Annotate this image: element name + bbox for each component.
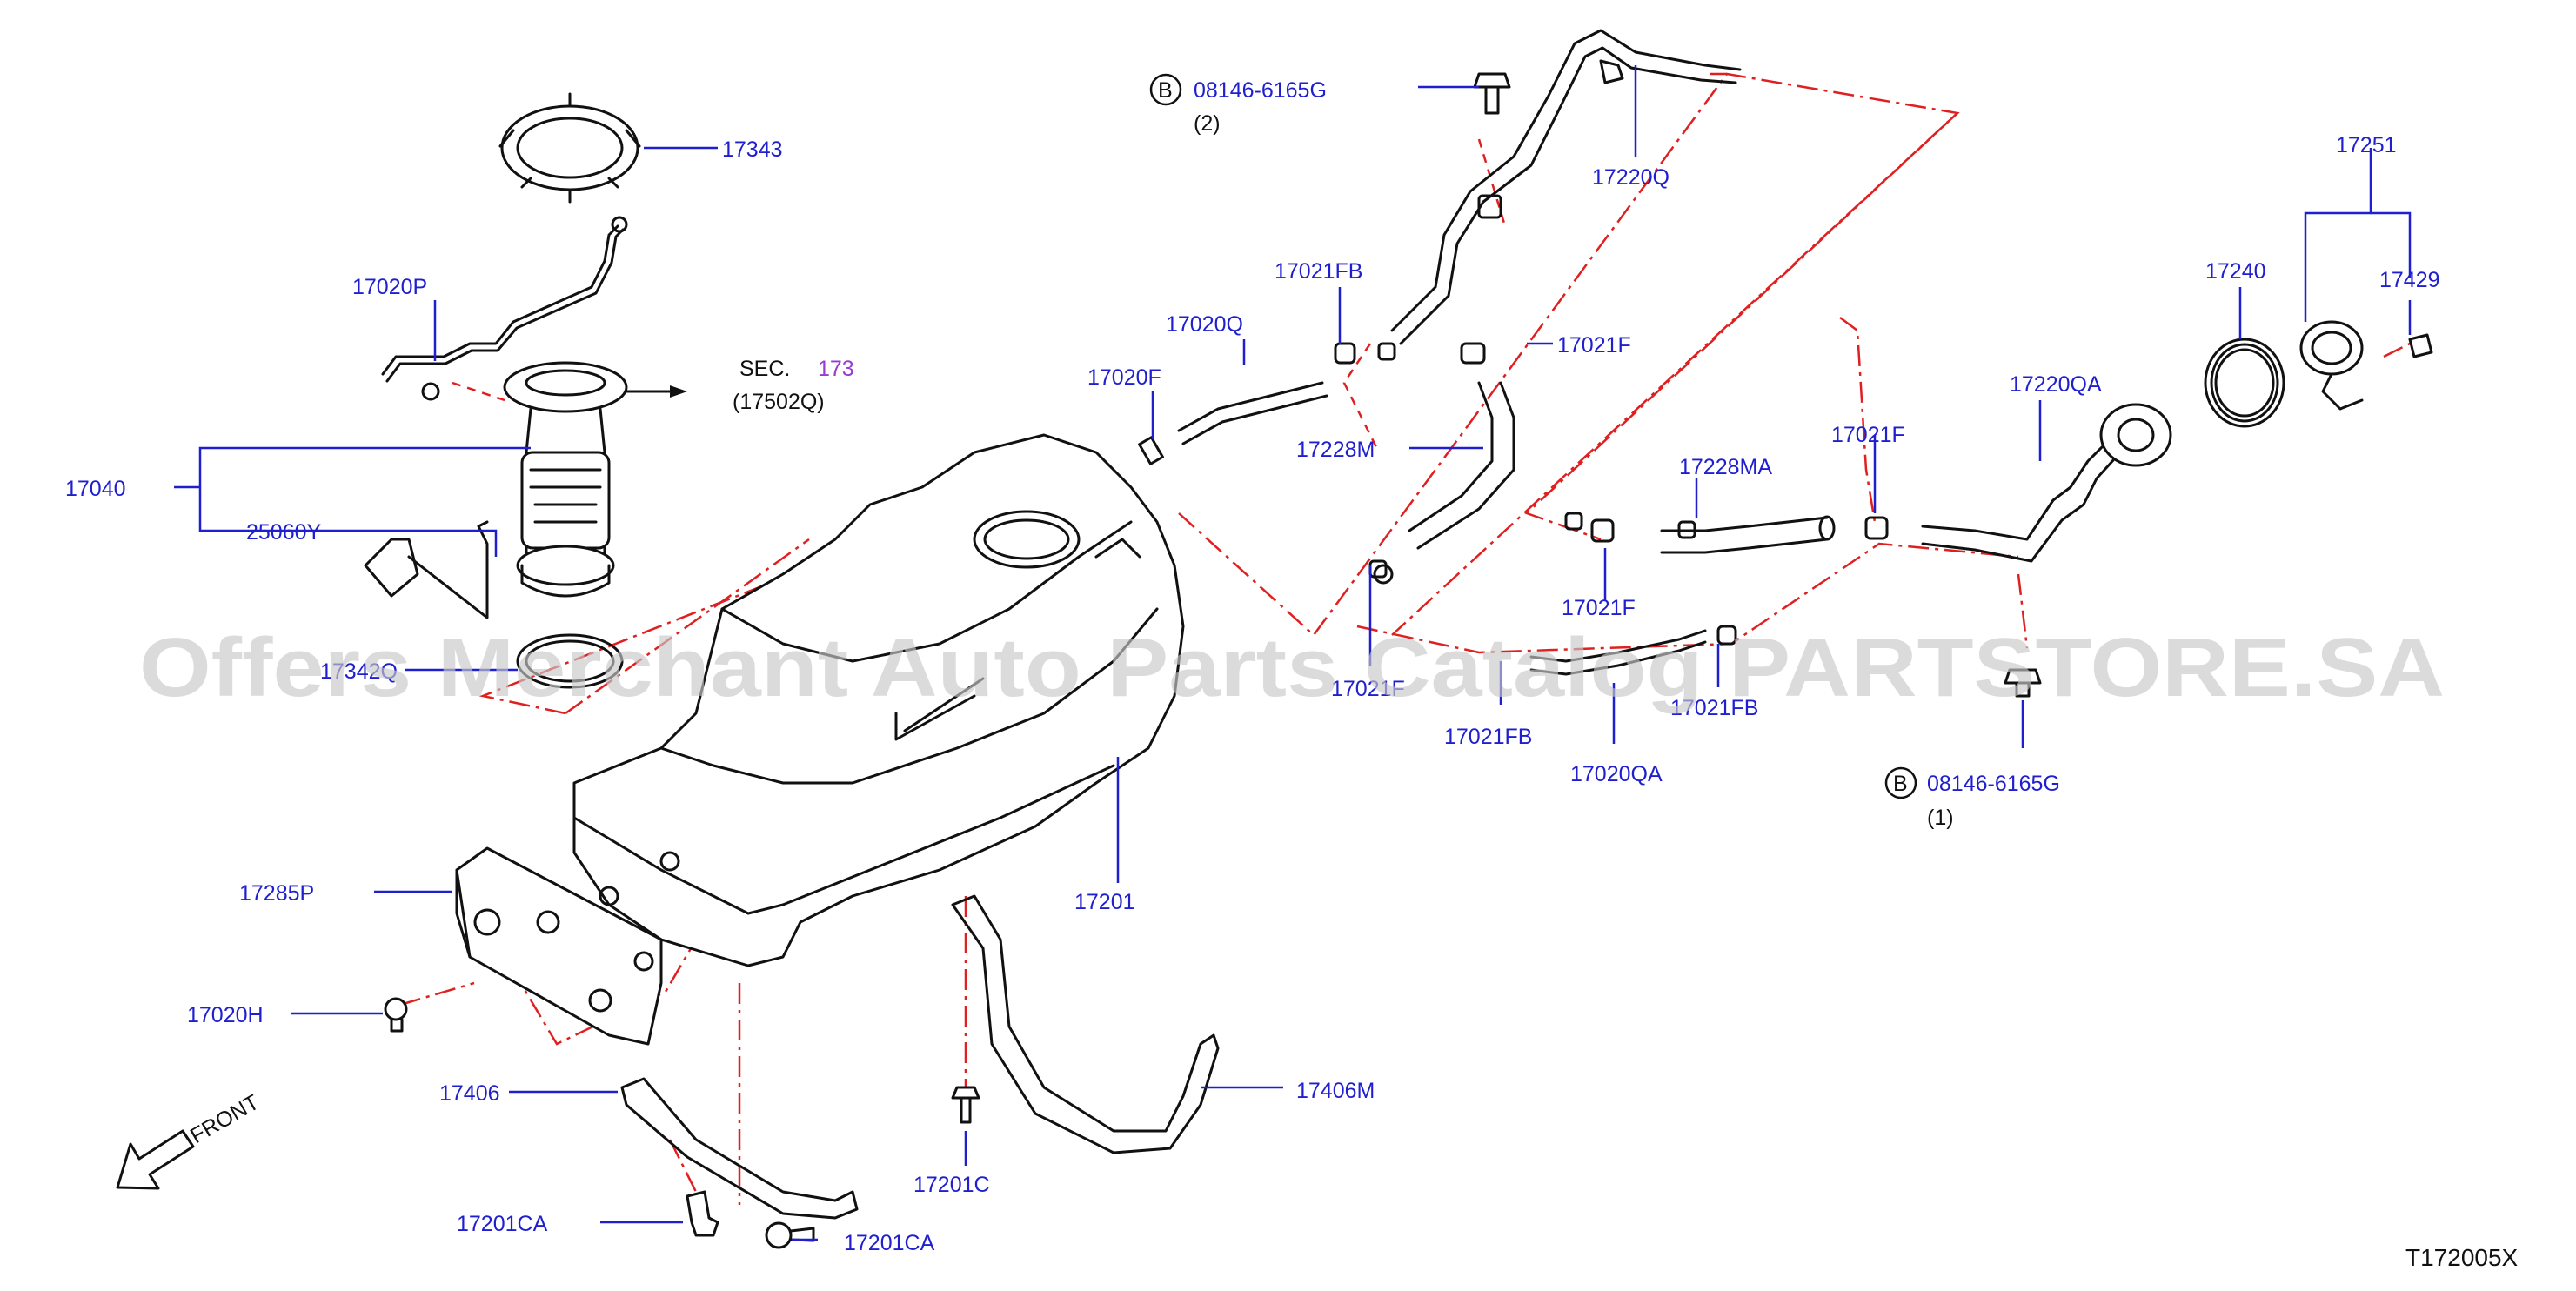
label-17021FB-right: 17021FB xyxy=(1670,696,1758,720)
badge-b-letter: B xyxy=(1893,772,1908,796)
front-label: FRONT xyxy=(186,1090,264,1148)
label-17021FB-top: 17021FB xyxy=(1275,259,1362,284)
fuel-pump-module-17040 xyxy=(503,361,687,598)
section-reference: SEC. 173 (17502Q) xyxy=(733,357,854,414)
fuel-line-17020P xyxy=(381,216,628,401)
label-17201C: 17201C xyxy=(913,1173,990,1197)
label-17201CA-a: 17201CA xyxy=(457,1212,548,1236)
fuel-cap-17251 xyxy=(2299,320,2364,411)
bolt-17201CA-a xyxy=(686,1190,719,1237)
label-17429: 17429 xyxy=(2379,268,2440,292)
leader-lines xyxy=(174,65,2412,1241)
label-17228M: 17228M xyxy=(1296,438,1375,462)
sec-number: 173 xyxy=(818,357,854,381)
label-17201CA-b: 17201CA xyxy=(844,1231,935,1255)
label-17285P: 17285P xyxy=(239,881,314,906)
bolt-reference-top: B 08146-6165G (2) xyxy=(1149,73,1327,136)
label-25060Y: 25060Y xyxy=(246,520,322,545)
level-sender-25060Y xyxy=(364,520,489,619)
label-17342Q: 17342Q xyxy=(320,659,398,684)
hose-17020Q xyxy=(1138,342,1356,465)
badge-b-icon xyxy=(1884,766,1917,799)
seal-17240 xyxy=(2204,338,2285,428)
hose-17228MA xyxy=(1590,515,1889,554)
front-arrow-icon xyxy=(116,1129,195,1190)
watermark: Offers Merchant Auto Parts Catalog PARTS… xyxy=(139,621,2445,714)
label-17251: 17251 xyxy=(2336,133,2397,157)
bolt-qty-bottom: (1) xyxy=(1927,806,1954,830)
strap-17406M xyxy=(951,894,1220,1154)
label-17020Q: 17020Q xyxy=(1166,312,1243,337)
hose-17228M xyxy=(1373,342,1515,585)
label-17020QA: 17020QA xyxy=(1570,762,1663,786)
label-17220Q: 17220Q xyxy=(1592,165,1669,190)
label-17021F-top: 17021F xyxy=(1557,333,1631,358)
hose-17020QA xyxy=(1529,625,1737,676)
badge-b-icon xyxy=(1149,73,1182,106)
filler-tube-17220Q xyxy=(1390,29,1742,345)
label-17020P: 17020P xyxy=(352,275,427,299)
label-17021FB-low: 17021FB xyxy=(1444,725,1532,749)
bolt-code-top: 08146-6165G xyxy=(1194,78,1327,103)
sec-subref: (17502Q) xyxy=(733,390,825,414)
heat-shield-17285P xyxy=(455,846,663,1046)
sec-label: SEC. xyxy=(739,357,790,381)
label-17021F-left: 17021F xyxy=(1562,596,1636,620)
drawing-code: T172005X xyxy=(2405,1244,2519,1271)
bolt-qty-top: (2) xyxy=(1194,111,1221,136)
bolt-08146-6165G-top xyxy=(1473,72,1511,115)
label-17406: 17406 xyxy=(439,1081,500,1106)
bolt-17201CA-b xyxy=(765,1221,815,1249)
bolt-reference-bottom: B 08146-6165G (1) xyxy=(1884,766,2060,830)
filler-neck-17220QA xyxy=(1921,403,2172,563)
o-ring-17342Q xyxy=(516,633,624,689)
label-17021F-low: 17021F xyxy=(1331,677,1405,701)
bolt-08146-6165G-bottom xyxy=(2004,668,2042,698)
clip-17429 xyxy=(2408,333,2433,358)
label-17343: 17343 xyxy=(722,137,783,162)
lock-ring-17343 xyxy=(498,92,641,204)
fuel-tank-17201 xyxy=(572,433,1185,967)
label-17021F-mid: 17021F xyxy=(1831,423,1905,447)
label-17220QA: 17220QA xyxy=(2010,372,2102,397)
strap-17406 xyxy=(620,1077,859,1220)
label-17020F: 17020F xyxy=(1087,365,1161,390)
label-17040: 17040 xyxy=(65,477,126,501)
hose-clamps xyxy=(1368,342,1696,579)
label-17240: 17240 xyxy=(2205,259,2266,284)
clip-17020H xyxy=(384,997,408,1033)
bolt-17201C xyxy=(951,1086,980,1124)
label-17406M: 17406M xyxy=(1296,1079,1375,1103)
badge-b-letter: B xyxy=(1158,78,1173,103)
front-direction: FRONT xyxy=(116,1090,264,1190)
bolt-code-bottom: 08146-6165G xyxy=(1927,772,2060,796)
label-17020H: 17020H xyxy=(187,1003,264,1027)
part-labels: 17343 17020P 17040 25060Y 17342Q 17285P … xyxy=(65,133,2440,1255)
label-17201: 17201 xyxy=(1074,890,1135,914)
label-17228MA: 17228MA xyxy=(1679,455,1772,479)
